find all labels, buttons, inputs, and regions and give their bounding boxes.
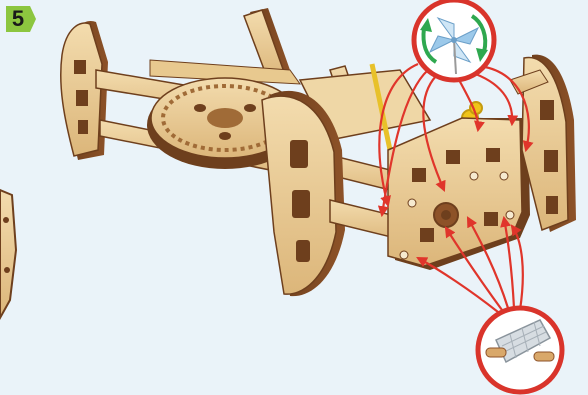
rear-left-leg bbox=[61, 21, 108, 160]
step-number-badge: 5 bbox=[4, 4, 38, 34]
step-number: 5 bbox=[4, 4, 32, 34]
left-edge-leg-part bbox=[0, 190, 16, 318]
